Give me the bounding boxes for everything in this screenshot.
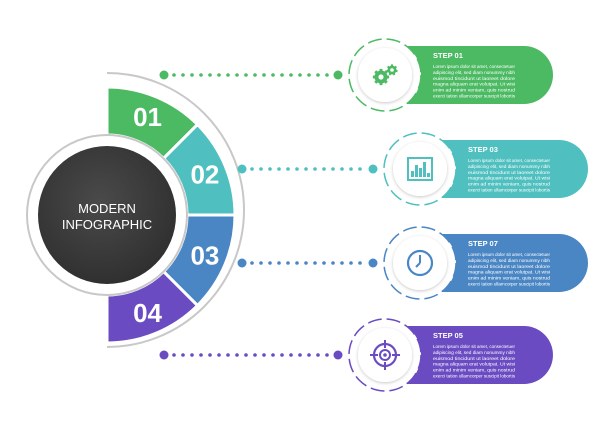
card-bar [420, 140, 588, 198]
segment-number-1: 01 [133, 102, 162, 132]
gears-icon [372, 64, 398, 86]
step-text-line: exerci tation ullamcorper suscipit lobor… [433, 374, 516, 379]
connector-start-dot [159, 350, 169, 360]
connector-end-dot [333, 70, 343, 80]
step-text-line: exerci tation ullamcorper suscipit lobor… [468, 282, 551, 287]
step-text-line: adipiscing elit, sed diam nonummy nibh [468, 164, 550, 169]
step-text-line: Lorem ipsum dolor sit amet, consectetuer [433, 64, 515, 69]
step-text-line: euismod tincidunt ut laoreet dolore [468, 170, 551, 175]
step-text-line: adipiscing elit, sed diam nonummy nibh [433, 350, 515, 355]
outer-arc [106, 72, 245, 348]
step-text-line: Lorem ipsum dolor sit amet, consectetuer [468, 158, 550, 163]
connector-1 [159, 70, 343, 80]
bar-chart-icon [407, 157, 433, 181]
card-bar [420, 234, 588, 292]
connector-end-dot [368, 164, 378, 174]
step-card-1: STEP 01 Lorem ipsum dolor sit amet, conse… [348, 38, 553, 112]
step-card-4: STEP 05 Lorem ipsum dolor sit amet, conse… [348, 318, 553, 392]
connector-start-dot [237, 258, 247, 268]
step-text-line: Lorem ipsum dolor sit amet, consectetuer [468, 252, 550, 257]
step-text-line: Lorem ipsum dolor sit amet, consectetuer [433, 344, 515, 349]
step-title: STEP 05 [433, 331, 463, 340]
step-title: STEP 01 [433, 51, 463, 60]
step-text-line: enim ad minim veniam, quis nostrud [468, 182, 550, 187]
step-text-line: exerci tation ullamcorper suscipit lobor… [433, 94, 516, 99]
clock-icon [406, 249, 434, 277]
step-cards: STEP 01 Lorem ipsum dolor sit amet, conse… [348, 38, 588, 392]
step-text-line: magna aliquam erat volutpat. Ut wisi [468, 176, 550, 181]
step-text-line: adipiscing elit, sed diam nonummy nibh [468, 258, 550, 263]
segment-number-4: 04 [133, 298, 162, 328]
step-card-2: STEP 03 Lorem ipsum dolor sit amet, conse… [383, 132, 588, 206]
step-text-line: exerci tation ullamcorper suscipit lobor… [468, 188, 551, 193]
card-bar [385, 46, 553, 104]
connector-end-dot [368, 258, 378, 268]
center-title-line1: MODERN [78, 201, 136, 216]
step-text-line: magna aliquam erat volutpat. Ut wisi [468, 270, 550, 275]
segment-number-2: 02 [190, 159, 219, 189]
step-text-line: magna aliquam erat volutpat. Ut wisi [433, 82, 515, 87]
step-text-line: enim ad minim veniam, quis nostrud [468, 276, 550, 281]
center-title-line2: INFOGRAPHIC [62, 217, 152, 232]
center-circle [38, 146, 176, 284]
connector-start-dot [159, 70, 169, 80]
step-text-line: euismod tincidunt ut laoreet dolore [468, 264, 551, 269]
connector-start-dot [237, 164, 247, 174]
connectors [159, 70, 378, 360]
step-text-line: euismod tincidunt ut laoreet dolore [433, 76, 516, 81]
connector-3 [237, 258, 378, 268]
gear-icon [386, 64, 398, 76]
segment-ring: 01 02 03 04 [105, 85, 237, 345]
step-text-line: adipiscing elit, sed diam nonummy nibh [433, 70, 515, 75]
connector-4 [159, 350, 343, 360]
card-bar [385, 326, 553, 384]
step-text-line: enim ad minim veniam, quis nostrud [433, 368, 515, 373]
connector-2 [237, 164, 378, 174]
segment-number-3: 03 [190, 241, 219, 271]
step-text-line: euismod tincidunt ut laoreet dolore [433, 356, 516, 361]
step-title: STEP 07 [468, 239, 498, 248]
step-card-3: STEP 07 Lorem ipsum dolor sit amet, conse… [383, 226, 588, 300]
target-icon [370, 340, 400, 370]
step-text-line: enim ad minim veniam, quis nostrud [433, 88, 515, 93]
step-text-line: magna aliquam erat volutpat. Ut wisi [433, 362, 515, 367]
step-title: STEP 03 [468, 145, 498, 154]
connector-end-dot [333, 350, 343, 360]
